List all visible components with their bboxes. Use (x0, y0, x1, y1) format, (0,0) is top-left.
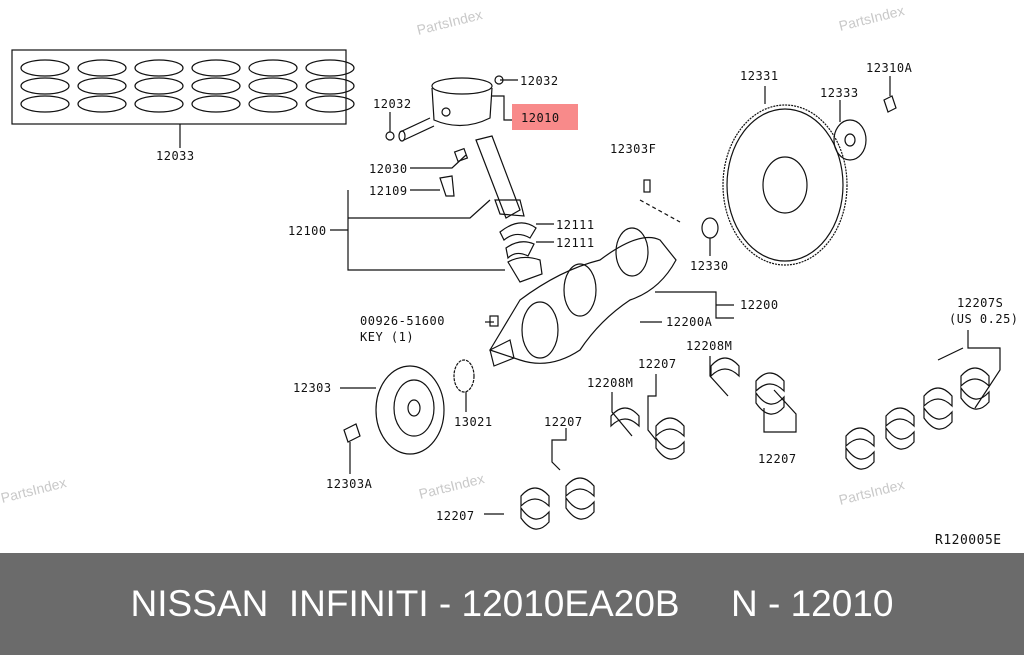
label-12010-piston[interactable]: 12010 (521, 111, 560, 125)
label-12111-b: 12111 (556, 236, 595, 250)
label-12207S: 12207S (957, 296, 1004, 310)
label-12207-c: 12207 (544, 415, 583, 429)
bearing-shell-icon (845, 427, 875, 448)
connecting-rod-icon (330, 135, 554, 283)
piston-ring-icon (77, 77, 127, 95)
piston-ring-icon (191, 77, 241, 95)
label-12032-left: 12032 (373, 97, 412, 111)
piston-ring-icon (77, 59, 127, 77)
label-12331: 12331 (740, 69, 779, 83)
label-12208M-b: 12208M (587, 376, 634, 390)
piston-icon (385, 75, 518, 142)
parts-diagram: 12033 12032 12032 12010 12030 12109 1210… (0, 2, 1019, 548)
label-12111-a: 12111 (556, 218, 595, 232)
bearing-shell-icon (610, 407, 640, 428)
piston-ring-icon (134, 59, 184, 77)
label-00926-51600: 00926-51600 (360, 314, 445, 328)
part-title: NISSAN INFINITI - 12010EA20B N - 12010 (130, 583, 894, 624)
label-12303A: 12303A (326, 477, 373, 491)
footer-banner: NISSAN INFINITI - 12010EA20B N - 12010 (0, 553, 1024, 655)
bearing-shell-icon (755, 372, 785, 393)
bearing-shell-icon (885, 407, 915, 428)
piston-rings-icon (11, 49, 355, 148)
label-12200A: 12200A (666, 315, 713, 329)
piston-ring-icon (20, 59, 70, 77)
piston-ring-icon (248, 77, 298, 95)
label-12303: 12303 (293, 381, 332, 395)
piston-ring-icon (134, 77, 184, 95)
piston-ring-icon (134, 95, 184, 113)
label-12207-b: 12207 (758, 452, 797, 466)
bearing-shell-icon (655, 417, 685, 438)
label-12033: 12033 (156, 149, 195, 163)
bearing-shell-icon (755, 391, 785, 415)
piston-ring-icon (305, 95, 355, 113)
label-12207-d: 12207 (436, 509, 475, 523)
bearing-shell-icon (923, 387, 953, 408)
diagram-code: R120005E (935, 533, 1002, 548)
label-12208M-a: 12208M (686, 339, 733, 353)
piston-ring-icon (191, 59, 241, 77)
piston-ring-icon (305, 77, 355, 95)
label-12207-a: 12207 (638, 357, 677, 371)
piston-ring-icon (305, 59, 355, 77)
highlighted-part-marker (512, 104, 578, 130)
bearing-shell-icon (845, 446, 875, 470)
label-12310A: 12310A (866, 61, 913, 75)
bearing-shell-icon (923, 406, 953, 430)
piston-ring-icon (248, 59, 298, 77)
label-12032-right: 12032 (520, 74, 559, 88)
bearing-shell-icon (520, 506, 550, 530)
label-12030: 12030 (369, 162, 408, 176)
bearing-shell-icon (565, 477, 595, 498)
piston-ring-icon (20, 95, 70, 113)
label-12200: 12200 (740, 298, 779, 312)
label-12100: 12100 (288, 224, 327, 238)
piston-ring-icon (191, 95, 241, 113)
bearing-shell-icon (710, 357, 740, 378)
crankshaft-icon (489, 179, 734, 367)
piston-ring-icon (20, 77, 70, 95)
piston-ring-icon (77, 95, 127, 113)
bearing-shell-icon (960, 386, 990, 410)
label-13021: 13021 (454, 415, 493, 429)
main-bearings-icon (520, 357, 990, 530)
label-us-025: (US 0.25) (949, 312, 1019, 326)
label-12303F: 12303F (610, 142, 657, 156)
label-key: KEY (1) (360, 330, 415, 344)
bearing-shell-icon (885, 426, 915, 450)
piston-ring-icon (248, 95, 298, 113)
label-12330: 12330 (690, 259, 729, 273)
label-12109: 12109 (369, 184, 408, 198)
bearing-shell-icon (960, 367, 990, 388)
bearing-shell-icon (565, 496, 595, 520)
flywheel-icon (701, 76, 897, 266)
bracket-lines (484, 330, 1001, 515)
crank-pulley-icon (340, 315, 499, 474)
bearing-shell-icon (655, 436, 685, 460)
bearing-shell-icon (520, 487, 550, 508)
diagram-drawing (11, 49, 1001, 530)
label-12333: 12333 (820, 86, 859, 100)
